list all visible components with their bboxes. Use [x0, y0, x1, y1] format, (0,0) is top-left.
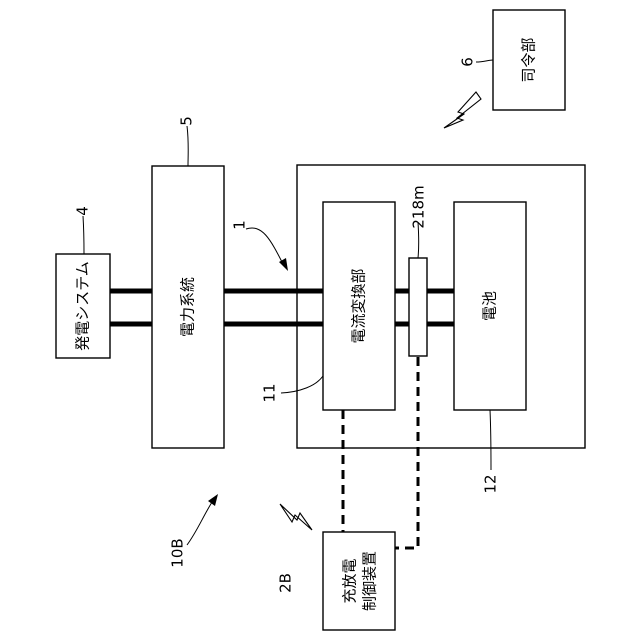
ref-system: 1 — [231, 220, 249, 230]
ref-overall: 10B — [169, 538, 187, 567]
ref-controller: 2B — [277, 573, 295, 593]
battery-label: 電池 — [481, 291, 499, 321]
generation-system-label: 発電システム — [74, 261, 92, 351]
reference-arrow-1 — [246, 228, 288, 271]
controller-block: 充放電 制御装置 — [323, 532, 395, 630]
converter-label: 電流変換部 — [350, 268, 368, 343]
power-grid-label: 電力系統 — [179, 277, 197, 337]
ref-command-center: 6 — [459, 57, 477, 67]
battery-block: 電池 — [454, 202, 526, 410]
controller-label-line1: 充放電 — [341, 558, 359, 603]
ref-power-grid: 5 — [178, 116, 196, 126]
power-grid-block: 電力系統 — [152, 166, 224, 448]
ref-converter: 11 — [261, 383, 279, 402]
wireless-bolt-icon-lower — [280, 504, 312, 530]
ref-sensor: 218m — [410, 185, 428, 228]
command-center-label: 司令部 — [520, 37, 538, 82]
ref-battery: 12 — [482, 474, 500, 493]
leader-lines — [83, 60, 493, 470]
converter-block: 電流変換部 — [323, 202, 395, 410]
controller-label-line2: 制御装置 — [361, 551, 379, 611]
wireless-bolt-icon — [444, 92, 481, 128]
sensor-block — [409, 258, 427, 356]
ref-generation-system: 4 — [74, 206, 92, 216]
reference-arrow-10b — [187, 494, 218, 545]
command-center-block: 司令部 — [493, 10, 565, 110]
generation-system-block: 発電システム — [56, 254, 110, 358]
